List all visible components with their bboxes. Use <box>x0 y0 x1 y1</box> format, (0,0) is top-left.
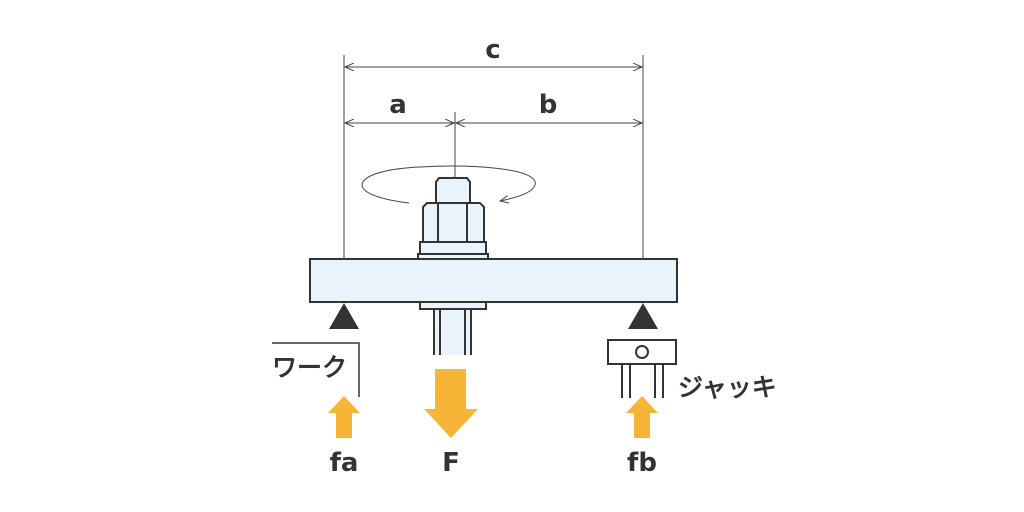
lower-washer <box>419 301 487 310</box>
label-b: b <box>539 90 558 120</box>
washer <box>419 241 487 255</box>
plate <box>309 258 678 303</box>
label-c: c <box>485 35 500 65</box>
force-arrow-fa <box>328 396 360 438</box>
jack-legs <box>621 364 664 398</box>
force-arrow-F <box>424 369 478 438</box>
label-jack: ジャッキ <box>678 373 777 402</box>
jack-circle <box>635 345 649 359</box>
work-bracket <box>272 342 360 397</box>
label-fb: fb <box>627 448 657 478</box>
label-a: a <box>389 90 407 120</box>
support-triangle-left <box>329 303 359 329</box>
force-arrow-fb <box>626 396 658 438</box>
label-F: F <box>442 448 460 478</box>
label-fa: fa <box>330 448 359 478</box>
support-triangle-right <box>628 303 658 329</box>
label-work: ワーク <box>272 353 347 382</box>
hex-nut <box>422 202 485 243</box>
bolt-head <box>435 177 471 204</box>
rotation-arrow-icon <box>361 165 536 203</box>
